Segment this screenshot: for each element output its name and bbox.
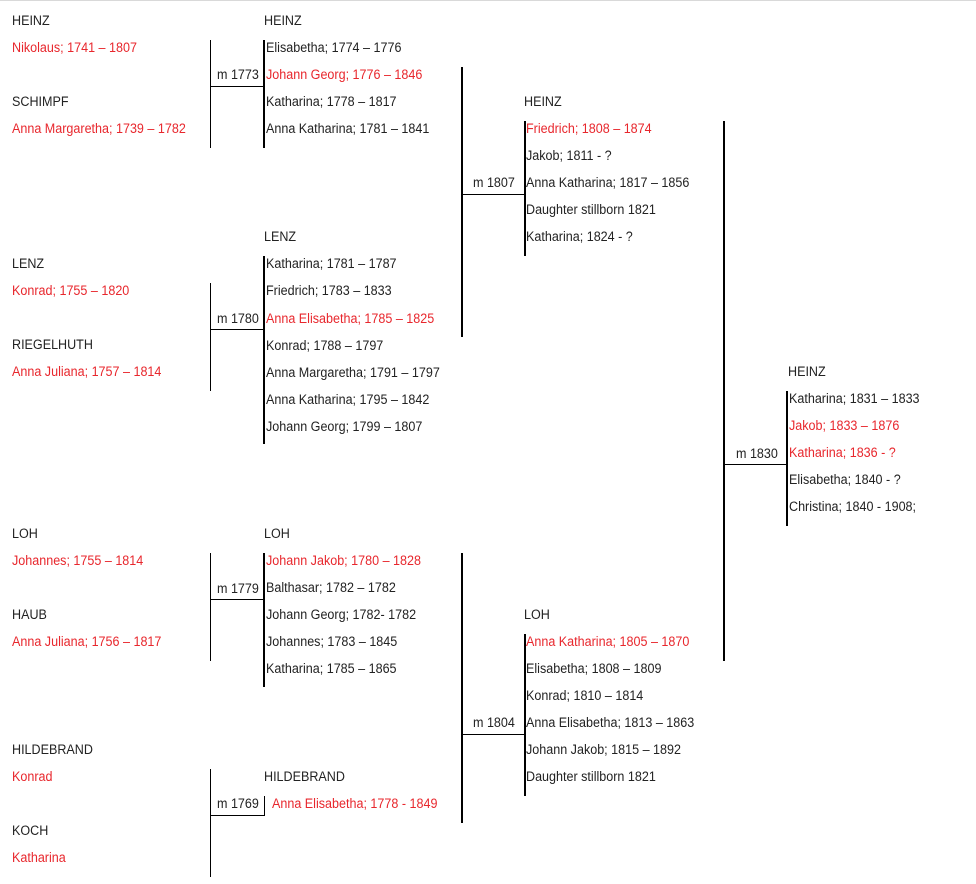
child-name: Katharina; 1781 – 1787 (266, 256, 397, 271)
children-surname: HILDEBRAND (264, 769, 345, 784)
parents-bracket (723, 121, 725, 661)
children-bracket (264, 796, 265, 816)
child-name: Anna Elisabetha; 1785 – 1825 (266, 311, 435, 326)
marriage-label: m 1804 (473, 715, 515, 730)
father-surname: HILDEBRAND (12, 742, 93, 757)
children-surname: LOH (264, 526, 290, 541)
child-name: Daughter stillborn 1821 (526, 202, 656, 217)
marriage-label: m 1780 (217, 311, 259, 326)
mother-surname: HAUB (12, 607, 47, 622)
child-name: Elisabetha; 1808 – 1809 (526, 661, 662, 676)
child-name: Johannes; 1783 – 1845 (266, 634, 398, 649)
father-surname: HEINZ (12, 13, 50, 28)
mother-name: Katharina (12, 850, 66, 865)
children-surname: HEINZ (524, 94, 562, 109)
child-name: Jakob; 1833 – 1876 (789, 418, 900, 433)
children-bracket (524, 634, 526, 796)
mother-surname: RIEGELHUTH (12, 337, 93, 352)
child-name: Katharina; 1836 - ? (789, 445, 896, 460)
mother-surname: KOCH (12, 823, 49, 838)
child-name: Johann Georg; 1776 – 1846 (266, 67, 423, 82)
marriage-connector (461, 734, 525, 735)
child-name: Johann Jakob; 1815 – 1892 (526, 742, 681, 757)
child-name: Christina; 1840 - 1908; (789, 499, 917, 514)
child-name: Anna Elisabetha; 1778 - 1849 (272, 796, 438, 811)
child-name: Johann Georg; 1782- 1782 (266, 607, 417, 622)
child-name: Friedrich; 1783 – 1833 (266, 283, 392, 298)
marriage-connector (210, 329, 264, 330)
children-bracket (263, 40, 265, 148)
child-name: Friedrich; 1808 – 1874 (526, 121, 652, 136)
child-name: Konrad; 1810 – 1814 (526, 688, 644, 703)
child-name: Anna Elisabetha; 1813 – 1863 (526, 715, 695, 730)
father-name: Konrad; 1755 – 1820 (12, 283, 130, 298)
children-bracket (263, 256, 265, 444)
child-name: Johann Jakob; 1780 – 1828 (266, 553, 421, 568)
child-name: Anna Katharina; 1795 – 1842 (266, 392, 430, 407)
child-name: Jakob; 1811 - ? (526, 148, 612, 163)
marriage-connector (210, 86, 264, 87)
child-name: Anna Margaretha; 1791 – 1797 (266, 365, 440, 380)
father-name: Konrad (12, 769, 53, 784)
mother-name: Anna Juliana; 1756 – 1817 (12, 634, 162, 649)
children-bracket (524, 121, 526, 256)
child-name: Anna Katharina; 1805 – 1870 (526, 634, 690, 649)
top-border (0, 0, 976, 1)
marriage-connector (210, 815, 264, 816)
child-name: Katharina; 1778 – 1817 (266, 94, 397, 109)
marriage-connector (461, 194, 525, 195)
parents-bracket (210, 283, 211, 391)
father-surname: LENZ (12, 256, 45, 271)
child-name: Balthasar; 1782 – 1782 (266, 580, 396, 595)
father-name: Nikolaus; 1741 – 1807 (12, 40, 137, 55)
parents-bracket (461, 67, 463, 337)
marriage-label: m 1773 (217, 67, 259, 82)
child-name: Katharina; 1824 - ? (526, 229, 633, 244)
parents-bracket (461, 553, 463, 823)
child-name: Elisabetha; 1840 - ? (789, 472, 901, 487)
marriage-connector (210, 599, 264, 600)
child-name: Daughter stillborn 1821 (526, 769, 656, 784)
children-surname: HEINZ (788, 364, 826, 379)
parents-bracket (210, 553, 211, 661)
child-name: Konrad; 1788 – 1797 (266, 338, 384, 353)
father-surname: LOH (12, 526, 38, 541)
father-name: Johannes; 1755 – 1814 (12, 553, 144, 568)
mother-name: Anna Margaretha; 1739 – 1782 (12, 121, 186, 136)
parents-bracket (210, 769, 211, 877)
child-name: Anna Katharina; 1781 – 1841 (266, 121, 430, 136)
children-surname: LENZ (264, 229, 297, 244)
parents-bracket (210, 40, 211, 148)
children-bracket (786, 391, 788, 526)
children-bracket (263, 553, 265, 687)
marriage-label: m 1830 (736, 446, 778, 461)
mother-surname: SCHIMPF (12, 94, 69, 109)
child-name: Elisabetha; 1774 – 1776 (266, 40, 402, 55)
children-surname: LOH (524, 607, 550, 622)
mother-name: Anna Juliana; 1757 – 1814 (12, 364, 162, 379)
marriage-connector (723, 464, 788, 465)
marriage-label: m 1779 (217, 581, 259, 596)
children-surname: HEINZ (264, 13, 302, 28)
child-name: Johann Georg; 1799 – 1807 (266, 419, 423, 434)
child-name: Katharina; 1831 – 1833 (789, 391, 920, 406)
marriage-label: m 1807 (473, 175, 515, 190)
child-name: Katharina; 1785 – 1865 (266, 661, 397, 676)
marriage-label: m 1769 (217, 796, 259, 811)
child-name: Anna Katharina; 1817 – 1856 (526, 175, 690, 190)
